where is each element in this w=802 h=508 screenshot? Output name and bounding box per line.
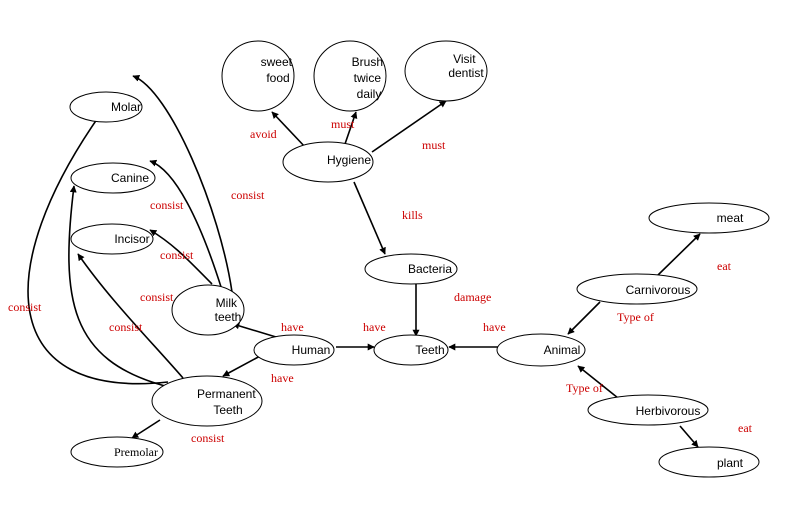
edge-label-must-dentist: must [422,138,446,152]
edge-milk-molar [132,74,233,293]
edge-milk-incisor [149,229,213,285]
edge-label-type-of-herbivorous: Type of [566,381,603,395]
edge-permanent-molar [27,111,169,385]
nodes: Molar Canine Incisor Milk teeth [69,40,770,478]
node-hygiene[interactable]: Hygiene [282,141,374,183]
edge-label-avoid: avoid [250,127,277,141]
node-herbivorous-label: Herbivorous [636,404,701,418]
edge-permanent-incisor [77,253,184,379]
node-visit-dentist[interactable]: Visit dentist [404,40,488,102]
edge-label-damage: damage [454,290,491,304]
node-teeth[interactable]: Teeth [373,334,449,366]
edge-milk-canine [149,159,223,291]
node-visit-dentist-label: Visit dentist [448,52,484,80]
node-permanent-teeth[interactable]: Permanent Teeth [151,375,263,427]
node-bacteria-label: Bacteria [408,262,452,276]
edge-carnivorous-meat [657,233,701,276]
node-teeth-label: Teeth [415,343,444,357]
node-canine-label: Canine [111,171,149,185]
edge-label-have-animal-teeth: have [483,320,506,334]
node-carnivorous[interactable]: Carnivorous [576,273,698,305]
edge-hygiene-brush [344,111,358,145]
node-permanent-teeth-label: Permanent Teeth [197,387,259,417]
edge-permanent-premolar [131,419,161,439]
node-premolar[interactable]: Premolar [70,436,164,468]
node-milk-teeth[interactable]: Milk teeth [171,284,245,336]
node-animal-label: Animal [544,343,581,357]
node-sweet-food-label: sweet food [261,55,296,85]
edge-herbivorous-animal [577,365,619,399]
node-hygiene-label: Hygiene [327,153,371,167]
edge-carnivorous-animal [567,301,601,335]
node-meat-label: meat [717,211,744,225]
node-milk-teeth-label: Milk teeth [215,296,242,324]
node-plant[interactable]: plant [658,446,760,478]
edge-herbivorous-plant [679,425,699,448]
edge-label-consist-milk: consist [140,290,174,304]
edge-label-consist-incisor: consist [160,248,194,262]
edge-label-have-human-milk: have [281,320,304,334]
node-bacteria[interactable]: Bacteria [364,253,458,285]
edge-hygiene-visit-dentist [371,100,447,153]
edge-label-consist-left: consist [8,300,42,314]
node-molar-label: Molar [111,100,141,114]
edge-hygiene-sweet-food [271,111,307,149]
edge-label-have-human-permanent: have [271,371,294,385]
node-molar[interactable]: Molar [69,91,143,123]
edge-human-permanent-teeth [222,354,263,377]
node-incisor[interactable]: Incisor [70,223,154,255]
edge-labels: avoid must must consist kills damage hav… [8,117,753,445]
node-premolar-label: Premolar [114,445,158,459]
edge-permanent-canine [68,185,166,387]
node-human-label: Human [292,343,331,357]
edges [27,74,701,448]
node-sweet-food[interactable]: sweet food [221,40,296,112]
edge-label-eat-meat: eat [717,259,732,273]
edge-label-consist-canine: consist [150,198,184,212]
node-incisor-label: Incisor [114,232,149,246]
edge-hygiene-bacteria [353,181,386,255]
node-carnivorous-label: Carnivorous [626,283,691,297]
node-plant-label: plant [717,456,744,470]
edge-label-eat-plant: eat [738,421,753,435]
node-brush-twice-daily[interactable]: Brush twice daily [313,40,387,112]
node-animal[interactable]: Animal [496,333,586,367]
node-human[interactable]: Human [253,334,335,366]
edge-label-consist-permanent: consist [109,320,143,334]
edge-label-must-brush: must [331,117,355,131]
edge-label-consist-hygiene: consist [231,188,265,202]
edge-label-type-of-carnivorous: Type of [617,310,654,324]
edge-label-kills: kills [402,208,423,222]
edge-label-consist-premolar: consist [191,431,225,445]
edge-label-have-human-teeth: have [363,320,386,334]
node-canine[interactable]: Canine [70,162,156,194]
node-meat[interactable]: meat [648,202,770,234]
edge-human-milk-teeth [232,322,277,338]
node-herbivorous[interactable]: Herbivorous [587,394,709,426]
node-brush-twice-daily-label: Brush twice daily [352,55,387,101]
